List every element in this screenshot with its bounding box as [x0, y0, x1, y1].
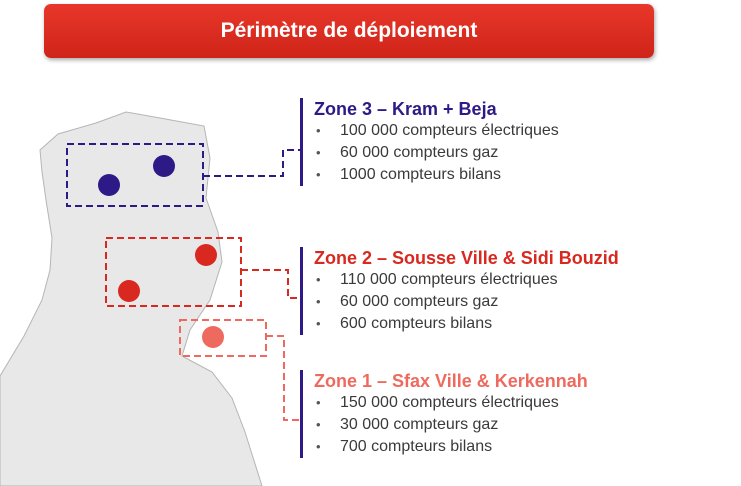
list-item: • 100 000 compteurs électriques [314, 120, 559, 142]
bullet-icon: • [316, 272, 321, 287]
list-item: • 1000 compteurs bilans [314, 164, 559, 186]
list-item: • 30 000 compteurs gaz [314, 414, 588, 436]
list-item: • 150 000 compteurs électriques [314, 392, 588, 414]
zone-1-block: Zone 1 – Sfax Ville & Kerkennah • 150 000… [300, 370, 588, 458]
bullet-icon: • [316, 123, 321, 138]
list-item: • 600 compteurs bilans [314, 313, 619, 335]
list-item-text: 700 compteurs bilans [340, 438, 493, 455]
title-banner: Périmètre de déploiement [44, 4, 654, 58]
zone3-marker-kram [153, 155, 175, 177]
zone1-connector [266, 335, 300, 421]
bullet-icon: • [316, 294, 321, 309]
zone-2-title: Zone 2 – Sousse Ville & Sidi Bouzid [314, 248, 619, 268]
zone1-marker-sfax [202, 326, 224, 348]
bullet-icon: • [316, 417, 321, 432]
zone2-connector [241, 269, 300, 299]
zone-2-bar [300, 247, 303, 335]
zone-1-list: • 150 000 compteurs électriques • 30 000 c… [314, 392, 588, 458]
list-item-text: 30 000 compteurs gaz [340, 416, 499, 433]
zone-2-list: • 110 000 compteurs électriques • 60 000 c… [314, 269, 619, 335]
list-item: • 60 000 compteurs gaz [314, 291, 619, 313]
zone-3-title: Zone 3 – Kram + Beja [314, 99, 497, 119]
zone-3-block: Zone 3 – Kram + Beja • 100 000 compteurs … [300, 98, 559, 186]
list-item: • 60 000 compteurs gaz [314, 142, 559, 164]
zone-3-bar [300, 98, 303, 186]
bullet-icon: • [316, 395, 321, 410]
list-item-text: 150 000 compteurs électriques [340, 394, 559, 411]
zone2-area-box [105, 237, 242, 307]
bullet-icon: • [316, 316, 321, 331]
list-item: • 700 compteurs bilans [314, 436, 588, 458]
list-item: • 110 000 compteurs électriques [314, 269, 619, 291]
zone-1-bar [300, 370, 303, 458]
list-item-text: 1000 compteurs bilans [340, 166, 501, 183]
zone-1-title: Zone 1 – Sfax Ville & Kerkennah [314, 371, 588, 391]
bullet-icon: • [316, 439, 321, 454]
zone2-marker-sidi-bouzid [118, 280, 140, 302]
bullet-icon: • [316, 167, 321, 182]
zone3-connector [203, 149, 300, 177]
bullet-icon: • [316, 145, 321, 160]
list-item-text: 60 000 compteurs gaz [340, 144, 499, 161]
list-item-text: 60 000 compteurs gaz [340, 293, 499, 310]
list-item-text: 110 000 compteurs électriques [340, 271, 558, 288]
page-title: Périmètre de déploiement [220, 19, 478, 42]
zone2-marker-sousse [195, 244, 217, 266]
zone-2-block: Zone 2 – Sousse Ville & Sidi Bouzid • 110… [300, 247, 619, 335]
list-item-text: 100 000 compteurs électriques [340, 122, 559, 139]
zone1-area-box [179, 319, 267, 357]
zone-3-list: • 100 000 compteurs électriques • 60 000 c… [314, 120, 559, 186]
zone3-marker-beja [98, 174, 120, 196]
list-item-text: 600 compteurs bilans [340, 315, 493, 332]
